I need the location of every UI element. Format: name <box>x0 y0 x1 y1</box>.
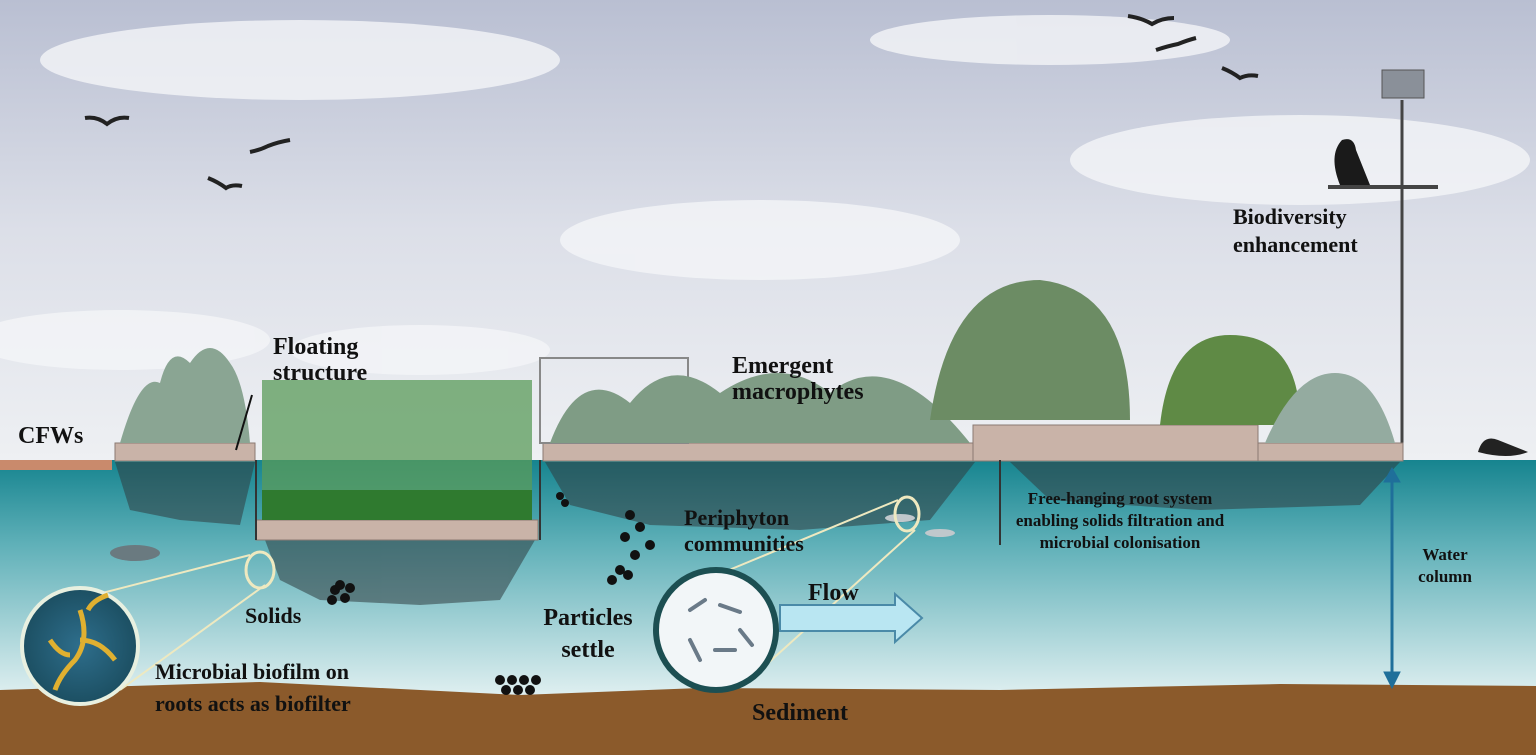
floating-structure-label: Floating structure <box>273 334 368 386</box>
periphyton-label: Periphyton communities <box>684 505 804 556</box>
water-column-label: Water column <box>1418 545 1472 586</box>
sediment <box>0 682 1536 755</box>
biodiversity-label: Biodiversity enhancement <box>1233 204 1358 257</box>
clouds <box>0 15 1530 375</box>
sediment-label: Sediment <box>752 700 848 726</box>
particles-settle-label: Particles settle <box>543 605 633 663</box>
emergent-macrophytes-label: Emergent macrophytes <box>732 353 864 405</box>
floating-platforms <box>114 424 1404 541</box>
periphyton-magnifier <box>653 495 921 693</box>
birds <box>84 14 1259 191</box>
particles <box>327 492 655 695</box>
solids-label: Solids <box>245 603 302 628</box>
perch-pole <box>1328 69 1438 455</box>
biofilm-label: Microbial biofilm on roots acts as biofi… <box>155 659 351 716</box>
floating-structure-pointer <box>235 394 253 451</box>
root-system-label: Free-hanging root system enabling solids… <box>1015 489 1225 552</box>
biofilm-magnifier <box>20 550 276 706</box>
cfws-bank <box>0 460 112 470</box>
fish <box>110 514 955 561</box>
flow-label: Flow <box>808 580 859 606</box>
water-column-arrow <box>1383 466 1401 690</box>
plants <box>120 280 1528 520</box>
flow-arrow <box>779 591 924 645</box>
cfws-label: CFWs <box>18 423 84 449</box>
